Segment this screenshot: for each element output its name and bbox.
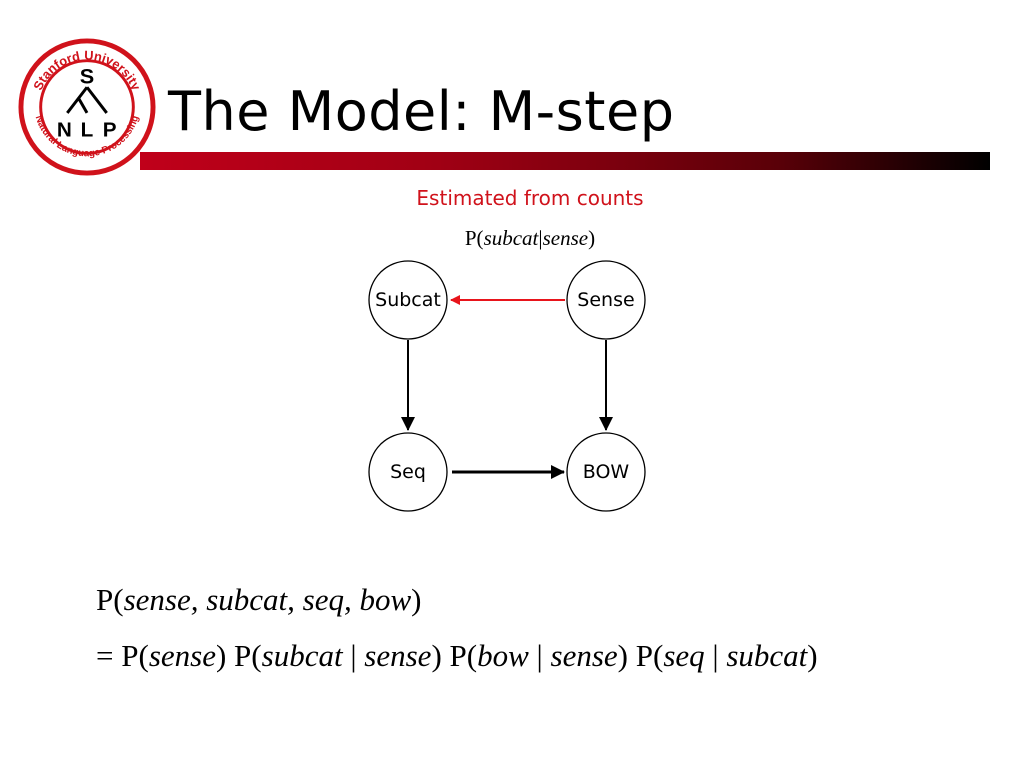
- node-label: BOW: [582, 461, 630, 483]
- node-bow: BOW: [566, 432, 646, 512]
- node-circle: [368, 260, 448, 340]
- node-circle: [566, 432, 646, 512]
- node-seq: Seq: [368, 432, 448, 512]
- factor-term: P(seq | subcat): [635, 638, 818, 673]
- node-circle: [566, 260, 646, 340]
- factorization-line: = P(sense) P(subcat | sense) P(bow | sen…: [96, 638, 818, 673]
- logo-letter-n: N: [57, 119, 72, 142]
- logo-letter-l: L: [81, 119, 94, 142]
- title-underline-bar: [140, 152, 990, 170]
- logo-inner-ring: [39, 59, 135, 155]
- joint-probability-line: P(sense, subcat, seq, bow): [96, 582, 422, 617]
- node-subcat: Subcat: [368, 260, 448, 340]
- node-label: Seq: [390, 461, 426, 483]
- factor-term: P(subcat | sense): [234, 638, 450, 673]
- stanford-nlp-logo: Stanford University Natural Language Pro…: [18, 38, 156, 176]
- logo-letter-p: P: [103, 119, 117, 142]
- slide-title: The Model: M-step: [168, 80, 675, 143]
- logo-letter-s: S: [80, 63, 94, 88]
- node-sense: Sense: [566, 260, 646, 340]
- node-label: Sense: [577, 289, 635, 311]
- caption-formula: P(subcat|sense): [464, 226, 596, 250]
- factor-term: P(sense): [121, 638, 235, 673]
- factor-term: P(bow | sense): [449, 638, 636, 673]
- node-label: Subcat: [375, 289, 441, 311]
- logo-tree-lines: [66, 86, 108, 114]
- estimated-caption: Estimated from counts: [416, 186, 644, 210]
- logo-outer-ring: [18, 38, 156, 176]
- node-circle: [368, 432, 448, 512]
